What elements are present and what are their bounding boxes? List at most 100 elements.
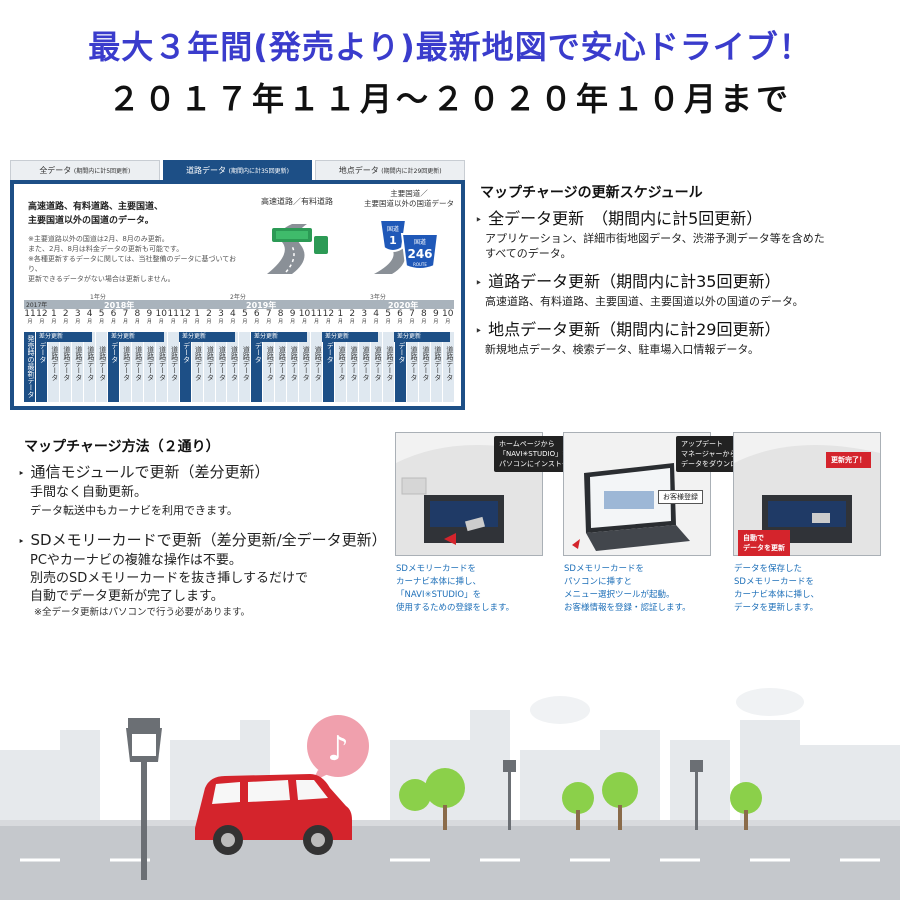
schedule-item-full: 全データ更新 （期間内に計5回更新） アプリケーション、詳細市街地図データ、渋滞… xyxy=(475,208,895,261)
svg-text:♪: ♪ xyxy=(327,729,349,769)
road-data-cell: 道路データ xyxy=(95,332,107,402)
method-item-module: 通信モジュールで更新（差分更新） 手間なく自動更新。 データ転送中もカーナビを利… xyxy=(18,462,398,520)
road-data-cell: 道路データ xyxy=(335,332,347,402)
period-label-1: 1年分 xyxy=(90,294,106,301)
road-data-cell: 道路データ xyxy=(203,332,215,402)
road-data-cell: 道路データ xyxy=(263,332,275,402)
year-2018: 2018年 xyxy=(104,301,135,310)
method-item-sd: SDメモリーカードで更新（差分更新/全データ更新） PCやカーナビの複雑な操作は… xyxy=(18,530,398,620)
diff-update-bar-2: 差分更新 xyxy=(108,332,164,342)
route-number-246: 246 xyxy=(407,247,432,261)
full-data-cell: 全データ xyxy=(107,332,119,402)
diff-update-bar-5: 差分更新 xyxy=(322,332,378,342)
road-data-cell: 道路データ xyxy=(47,332,59,402)
update-complete-badge: 更新完了！ xyxy=(826,452,871,468)
tab-road-data[interactable]: 道路データ (期間内に計35回更新) xyxy=(162,160,313,181)
road-data-cell: 道路データ xyxy=(119,332,131,402)
schedule-item-poi: 地点データ更新（期間内に計29回更新） 新規地点データ、検索データ、駐車場入口情… xyxy=(475,319,895,357)
initial-data-cell: 発売時の最新データ xyxy=(24,332,35,402)
year-bar xyxy=(24,300,454,309)
road-data-cell: 道路データ xyxy=(299,332,311,402)
road-data-cell: 道路データ xyxy=(287,332,299,402)
diff-update-bar-4: 差分更新 xyxy=(251,332,307,342)
road-data-cell: 道路データ xyxy=(143,332,155,402)
start-year: 2017年 xyxy=(26,302,48,309)
road-data-description: 高速道路、有料道路、主要国道、 主要国道以外の国道のデータ。 xyxy=(28,202,164,226)
full-data-cell: 全データ xyxy=(35,332,47,402)
road-data-cell: 道路データ xyxy=(383,332,395,402)
schedule-panel: 全データ (期間内に計5回更新) 道路データ (期間内に計35回更新) 地点デー… xyxy=(10,160,466,410)
year-2020: 2020年 xyxy=(388,301,419,310)
route-number-1: 1 xyxy=(389,234,397,247)
road-data-cell: 道路データ xyxy=(430,332,442,402)
schedule-item-road: 道路データ更新（期間内に計35回更新） 高速道路、有料道路、主要国道、主要国道以… xyxy=(475,271,895,309)
step-2-image xyxy=(563,432,711,556)
road-data-notes: ※主要道路以外の国道は2月、8月のみ更新。 また、2月、8月は料金データの更新も… xyxy=(28,235,237,283)
method-list: 通信モジュールで更新（差分更新） 手間なく自動更新。 データ転送中もカーナビを利… xyxy=(18,462,398,620)
headline-period: ２０１７年１１月～２０２０年１０月まで xyxy=(107,80,792,118)
period-label-3: 3年分 xyxy=(370,294,386,301)
road-data-cell: 道路データ xyxy=(359,332,371,402)
period-label-2: 2年分 xyxy=(230,294,246,301)
road-data-cell: 道路データ xyxy=(167,332,179,402)
diff-update-bar-3: 差分更新 xyxy=(179,332,235,342)
tab-poi-data[interactable]: 地点データ (期間内に計29回更新) xyxy=(315,160,466,181)
tab-content: 高速道路、有料道路、主要国道、 主要国道以外の国道のデータ。 ※主要道路以外の国… xyxy=(10,180,465,410)
road-data-cell: 道路データ xyxy=(227,332,239,402)
diff-update-bar-6: 差分更新 xyxy=(394,332,450,342)
step-1-caption: SDメモリーカードをカーナビ本体に挿し、「NAVI✳STUDIO」を使用するため… xyxy=(396,564,515,613)
route-word: ROUTE xyxy=(413,262,427,267)
customer-registration-badge: お客様登録 xyxy=(658,490,703,504)
auto-update-badge: 自動でデータを更新 xyxy=(738,530,790,556)
route-text-1: 国道 xyxy=(387,225,399,233)
road-data-cell: 道路データ xyxy=(311,332,323,402)
road-data-cell: 道路データ xyxy=(418,332,430,402)
road-data-cell: 道路データ xyxy=(442,332,454,402)
tab-all-data[interactable]: 全データ (期間内に計5回更新) xyxy=(10,160,160,181)
street-scene-illustration: ♪ xyxy=(0,688,900,900)
diff-update-bar-1: 差分更新 xyxy=(36,332,92,342)
method-title: マップチャージ方法（２通り） xyxy=(24,439,220,455)
road-data-cell: 道路データ xyxy=(347,332,359,402)
road-data-cell: 道路データ xyxy=(191,332,203,402)
full-data-cell: 全データ xyxy=(323,332,335,402)
road-data-cell: 道路データ xyxy=(239,332,251,402)
full-data-cell: 全データ xyxy=(251,332,263,402)
route-icon-label: 主要国道／ 主要国道以外の国道データ xyxy=(364,189,454,208)
step-2-caption: SDメモリーカードをパソコンに挿すとメニュー選択ツールが起動。お客様情報を登録・… xyxy=(564,564,691,613)
headline-main: 最大３年間(発売より)最新地図で安心ドライブ！ xyxy=(88,28,812,66)
